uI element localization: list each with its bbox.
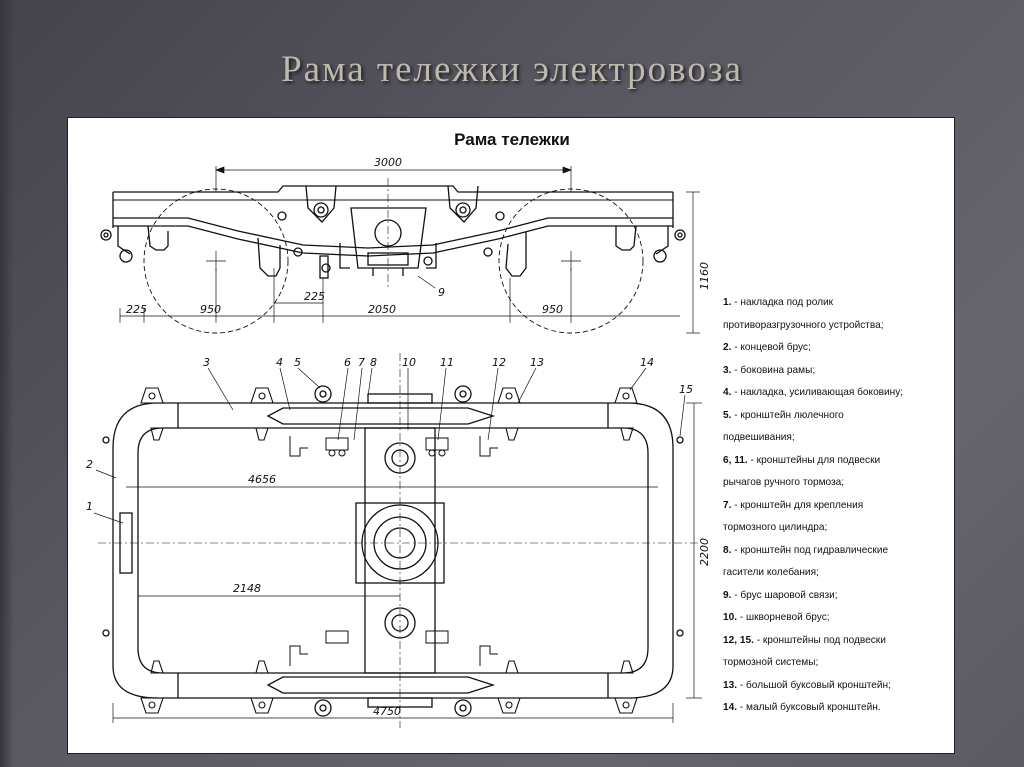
legend-item: 6, 11. - кронштейны для подвески <box>723 454 881 466</box>
callout-5: 5 <box>294 356 301 369</box>
legend: 1. - накладка под ролик противоразгрузоч… <box>723 292 948 720</box>
callout-9: 9 <box>438 286 445 299</box>
dim-4750: 4750 <box>373 705 401 718</box>
callout-13: 13 <box>530 356 544 369</box>
legend-item: 10. - шкворневой брус; <box>723 612 830 623</box>
legend-item: подвешивания; <box>723 432 795 443</box>
callout-3: 3 <box>203 356 210 369</box>
legend-item: 7. - кронштейн для крепления <box>723 499 864 511</box>
dim-2050: 2050 <box>368 303 396 316</box>
plan-view-dimensions <box>112 402 702 723</box>
diagram-title: Рама тележки <box>454 130 570 149</box>
legend-item: 12, 15. - кронштейны под подвески <box>723 634 886 646</box>
callout-10: 10 <box>402 356 416 369</box>
legend-item: тормозной системы; <box>723 657 819 668</box>
callout-8: 8 <box>370 356 377 369</box>
legend-item: 5. - кронштейн люлечного <box>723 409 844 421</box>
dim-1160: 1160 <box>698 262 711 290</box>
legend-item: противоразгрузочного устройства; <box>723 319 884 331</box>
callout-14: 14 <box>640 356 654 369</box>
dim-950-right: 950 <box>542 303 563 316</box>
legend-item: рычагов ручного тормоза; <box>723 477 845 488</box>
callout-4: 4 <box>276 356 283 369</box>
legend-item: 13. - большой буксовый кронштейн; <box>723 679 891 691</box>
callout-leaders <box>93 275 686 524</box>
frame-drawing: 3000 225 950 225 2050 950 1160 <box>86 156 711 728</box>
legend-item: 14. - малый буксовый кронштейн. <box>723 702 881 713</box>
dim-225-left: 225 <box>126 303 147 316</box>
callout-1: 1 <box>86 500 93 513</box>
callout-12: 12 <box>492 356 506 369</box>
callout-6: 6 <box>344 356 351 369</box>
legend-item: 9. - брус шаровой связи; <box>723 589 838 601</box>
plan-view <box>98 353 698 728</box>
legend-item: гасители колебания; <box>723 567 819 578</box>
legend-item: 3. - боковина рамы; <box>723 364 816 376</box>
legend-item: 1. - накладка под ролик <box>723 297 834 308</box>
dim-2148: 2148 <box>233 582 261 595</box>
slide-title: Рама тележки электровоза <box>281 49 743 90</box>
callout-11: 11 <box>440 356 454 369</box>
legend-item: тормозного цилиндра; <box>723 522 828 533</box>
legend-item: 8. - кронштейн под гидравлические <box>723 544 889 556</box>
dim-3000: 3000 <box>374 156 402 169</box>
callout-7: 7 <box>358 356 365 369</box>
dim-4656: 4656 <box>248 473 276 486</box>
dim-2200: 2200 <box>698 538 711 566</box>
callout-15: 15 <box>679 383 693 396</box>
left-edge-shade <box>0 0 14 767</box>
side-view <box>100 178 686 334</box>
side-view-dimensions <box>119 166 700 334</box>
dim-225-mid: 225 <box>304 290 325 303</box>
legend-item: 2. - концевой брус; <box>723 342 811 353</box>
legend-item: 4. - накладка, усиливающая боковину; <box>723 387 904 398</box>
dim-950-left: 950 <box>200 303 221 316</box>
callout-2: 2 <box>86 458 93 471</box>
diagram-panel: Рама тележки <box>67 117 955 754</box>
